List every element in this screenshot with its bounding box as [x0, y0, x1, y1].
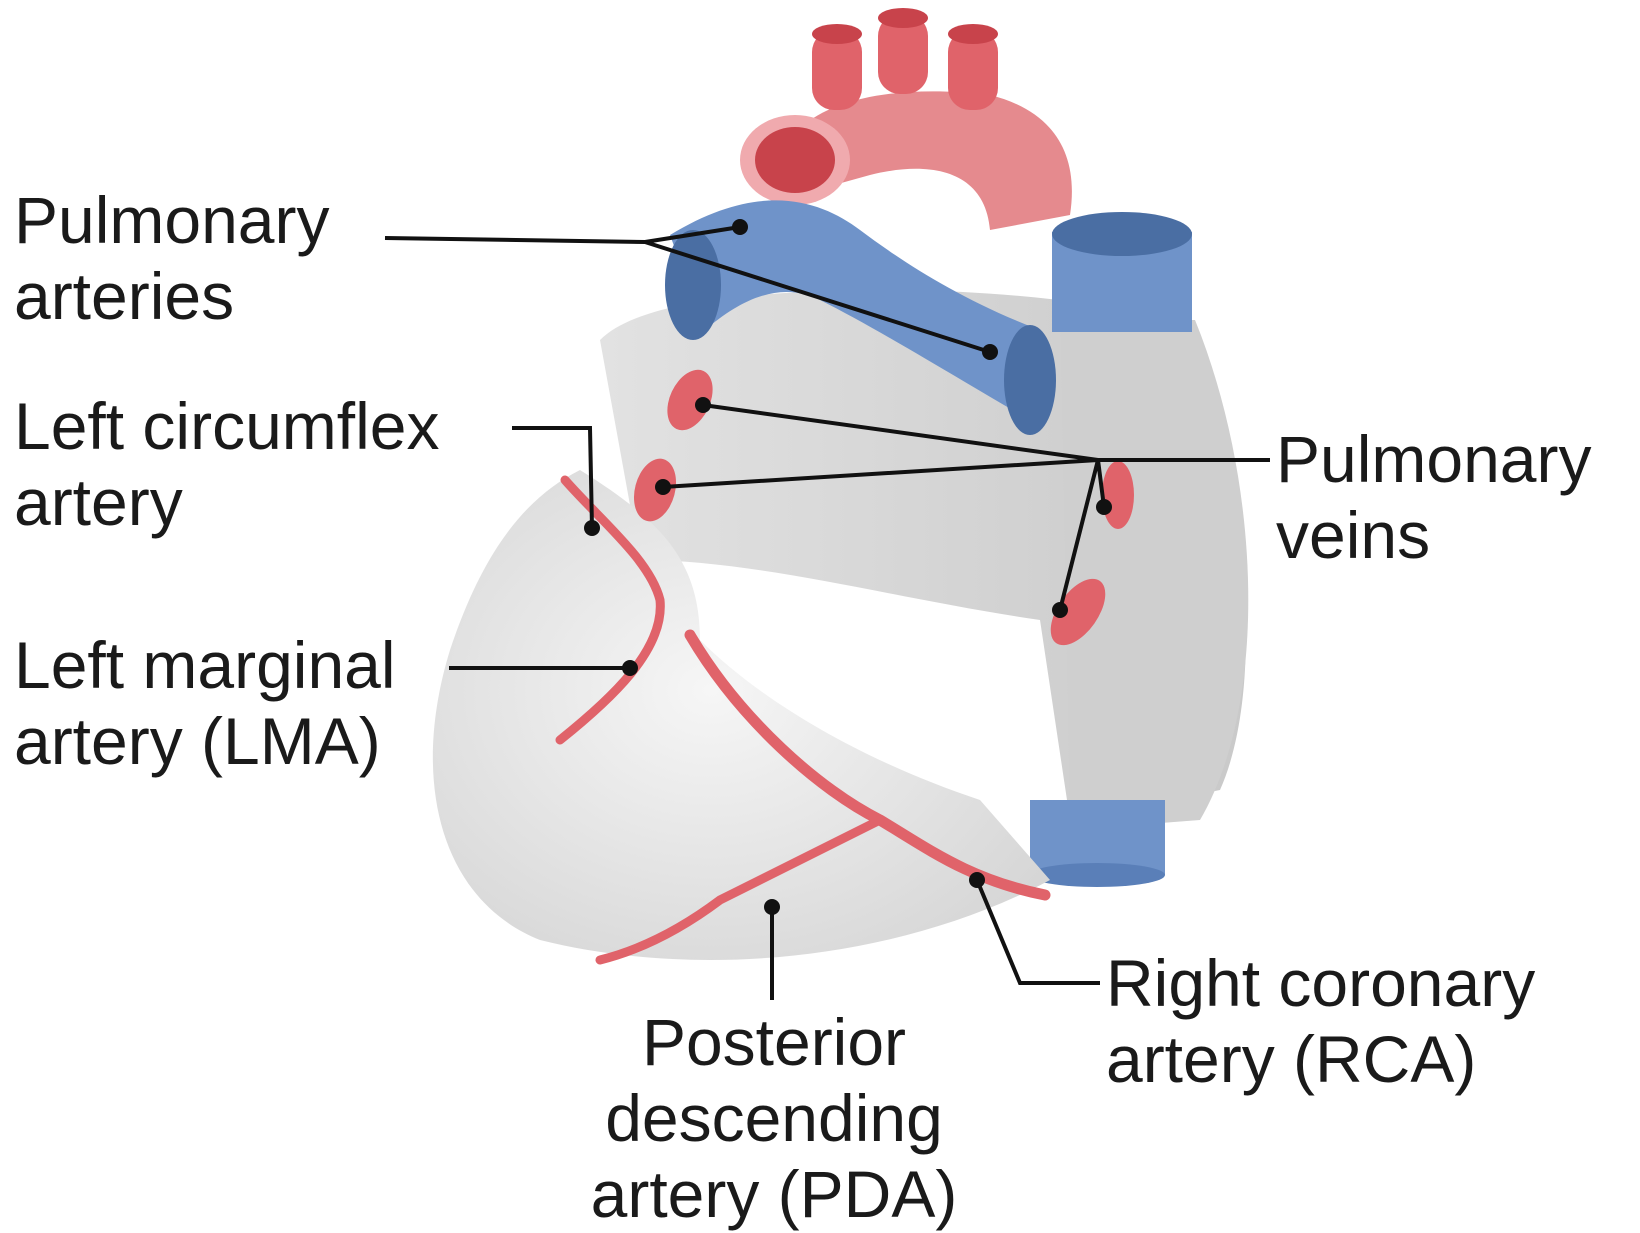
label-left-marginal-line2: artery (LMA)	[14, 703, 396, 779]
label-pulmonary-veins-line1: Pulmonary	[1276, 421, 1591, 497]
label-pulmonary-arteries-line1: Pulmonary	[14, 182, 329, 258]
label-pda-line2: descending	[582, 1080, 966, 1156]
label-pulmonary-arteries-line2: arteries	[14, 258, 329, 334]
label-left-marginal-line1: Left marginal	[14, 627, 396, 703]
label-rca: Right coronary artery (RCA)	[1106, 945, 1535, 1097]
right-atrium	[1060, 320, 1248, 830]
label-pulmonary-arteries: Pulmonary arteries	[14, 182, 329, 334]
label-left-marginal: Left marginal artery (LMA)	[14, 627, 396, 779]
inferior-vena-cava	[1029, 800, 1165, 887]
dot-pulmonary-vein-2	[655, 479, 671, 495]
label-left-circumflex: Left circumflex artery	[14, 388, 439, 540]
label-pda-line1: Posterior	[582, 1004, 966, 1080]
dot-rca	[969, 872, 985, 888]
label-pulmonary-veins-line2: veins	[1276, 497, 1591, 573]
dot-left-marginal	[622, 660, 638, 676]
label-pulmonary-veins: Pulmonary veins	[1276, 421, 1591, 573]
dot-pda	[764, 899, 780, 915]
label-left-circumflex-line2: artery	[14, 464, 439, 540]
label-pda: Posterior descending artery (PDA)	[582, 1004, 966, 1232]
label-left-circumflex-line1: Left circumflex	[14, 388, 439, 464]
dot-pulmonary-vein-1	[695, 397, 711, 413]
dot-pulmonary-artery-1	[732, 219, 748, 235]
superior-vena-cava	[1052, 212, 1192, 332]
dot-pulmonary-artery-2	[982, 344, 998, 360]
dot-pulmonary-vein-4	[1052, 602, 1068, 618]
label-pda-line3: artery (PDA)	[582, 1156, 966, 1232]
dot-pulmonary-vein-3	[1096, 499, 1112, 515]
aortic-arch	[740, 8, 1072, 230]
dot-left-circumflex	[584, 520, 600, 536]
label-rca-line1: Right coronary	[1106, 945, 1535, 1021]
label-rca-line2: artery (RCA)	[1106, 1021, 1535, 1097]
